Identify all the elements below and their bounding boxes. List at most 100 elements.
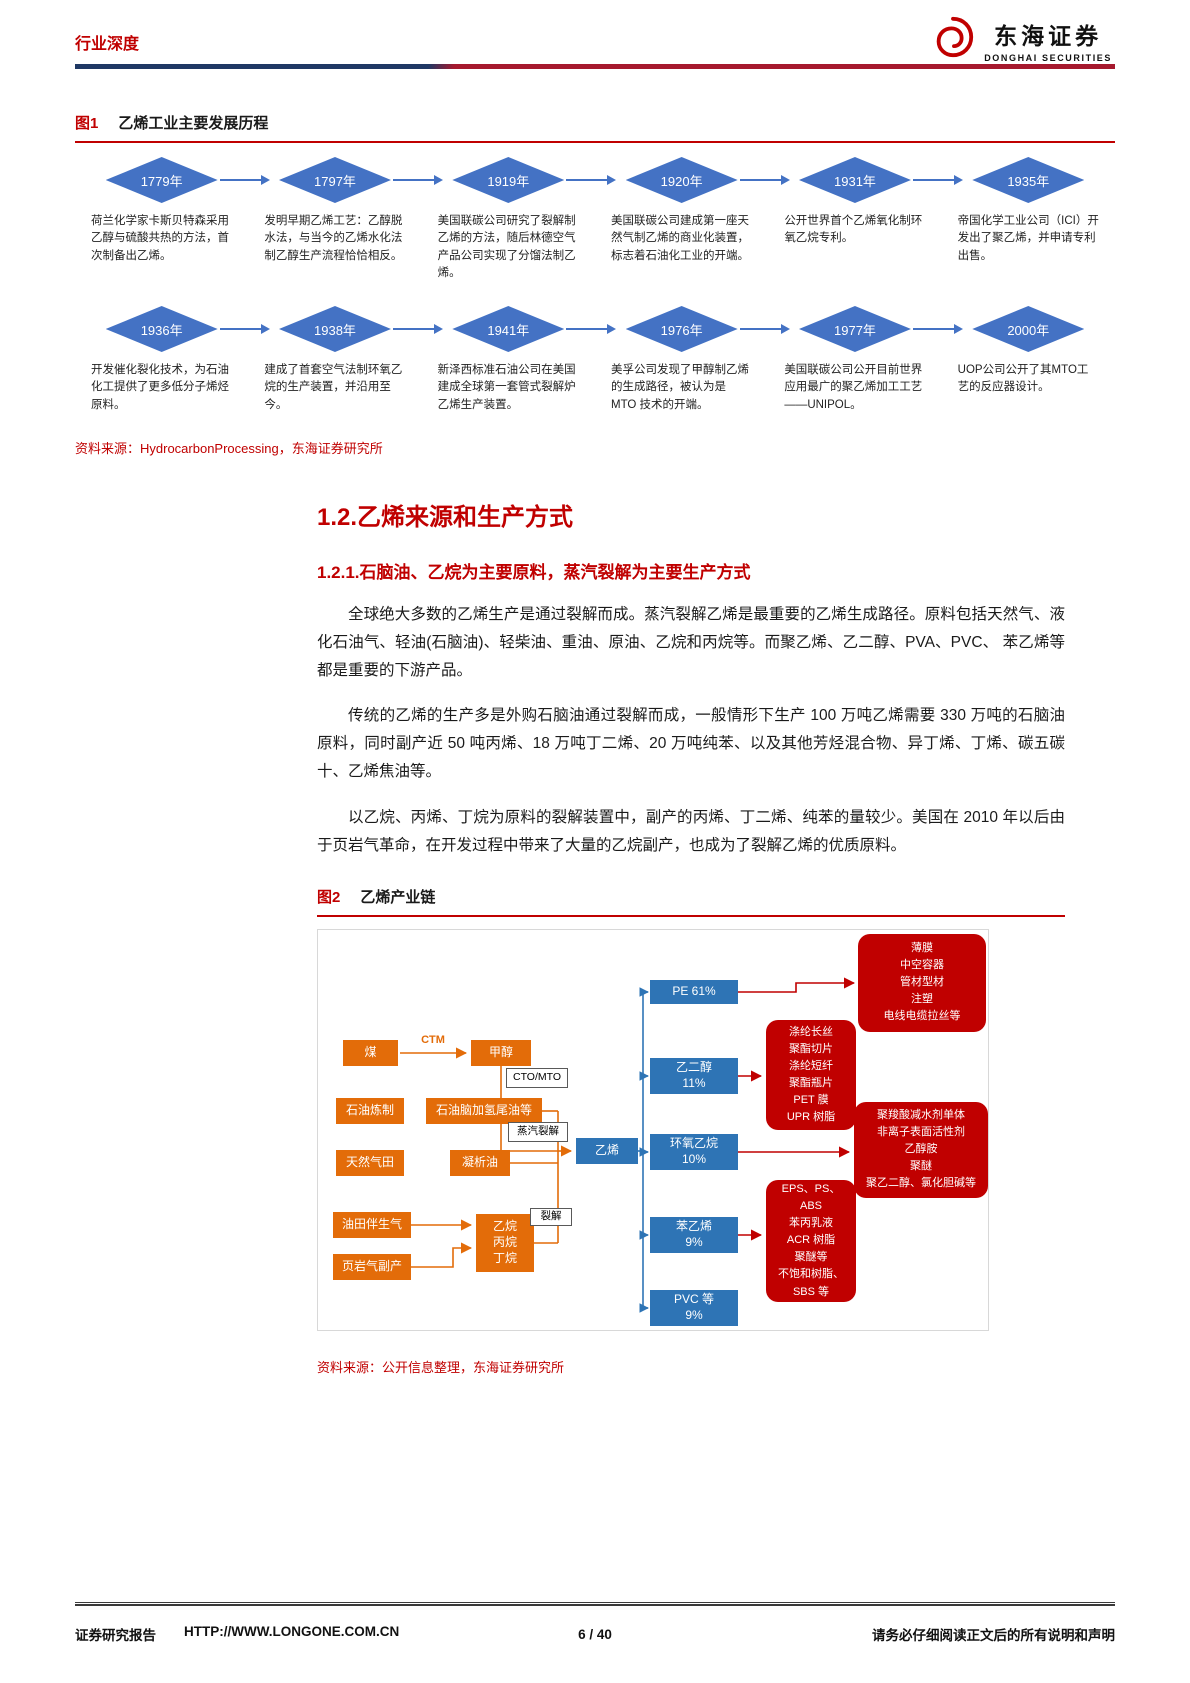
node-meg-11pct: 乙二醇 11%: [650, 1057, 738, 1094]
timeline-item-text: 发明早期乙烯工艺：乙醇脱水法，与当今的乙烯水化法制乙醇生产流程恰恰相反。: [264, 215, 403, 262]
timeline-item: 1941年 新泽西标准石油公司在美国建成全球第一套管式裂解炉乙烯生产装置。: [422, 306, 617, 414]
node-eo-downstream-products: 聚羧酸减水剂单体 非离子表面活性剂 乙醇胺 聚醚 聚乙二醇、氯化胆碱等: [854, 1101, 988, 1198]
arrow-right-icon: [739, 324, 790, 334]
header-divider: [75, 64, 1115, 69]
timeline-item-text: 美国联碳公司公开目前世界应用最广的聚乙烯加工工艺——UNIPOL。: [784, 364, 923, 411]
timeline-item-text: 开发催化裂化技术，为石油化工提供了更多低分子烯烃原料。: [91, 364, 229, 411]
timeline-item-text: 美孚公司发现了甲醇制乙烯的生成路径，被认为是 MTO 技术的开端。: [610, 364, 749, 411]
timeline-item-text: UOP公司公开了其MTO工艺的反应器设计。: [957, 364, 1089, 394]
node-meg-downstream-products: 涤纶长丝 聚酯切片 涤纶短纤 聚酯瓶片 PET 膜 UPR 树脂: [766, 1019, 856, 1130]
node-styrene-9pct: 苯乙烯 9%: [650, 1216, 738, 1253]
timeline-item-text: 美国联碳公司研究了裂解制乙烯的方法，随后林德空气产品公司实现了分馏法制乙烯。: [437, 215, 576, 279]
timeline-item: 1938年 建成了首套空气法制环氧乙烷的生产装置，并沿用至今。: [248, 306, 443, 414]
timeline-item: 1977年 美国联碳公司公开目前世界应用最广的聚乙烯加工工艺——UNIPOL。: [768, 306, 963, 414]
node-condensate-oil: 凝析油: [450, 1149, 510, 1176]
timeline-item-text: 新泽西标准石油公司在美国建成全球第一套管式裂解炉乙烯生产装置。: [437, 364, 576, 411]
node-ethylene-oxide-10pct: 环氧乙烷 10%: [650, 1133, 738, 1170]
brand-logo: 东海证券 DONGHAI SECURITIES: [930, 14, 1112, 65]
footer: 证券研究报告 HTTP://WWW.LONGONE.COM.CN 6 / 40 …: [75, 1624, 1115, 1644]
timeline-year-diamond: 1936年: [105, 306, 218, 352]
timeline-item: 1936年 开发催化裂化技术，为石油化工提供了更多低分子烯烃原料。: [75, 306, 270, 414]
figure1-caption: 图1 乙烯工业主要发展历程: [75, 112, 1115, 143]
body-paragraph: 以乙烷、丙烯、丁烷为原料的裂解装置中，副产的丙烯、丁二烯、纯苯的量较少。美国在 …: [317, 809, 1065, 854]
report-category-label: 行业深度: [75, 36, 140, 53]
footer-report-type: 证券研究报告: [75, 1628, 156, 1643]
node-methanol: 甲醇: [471, 1039, 531, 1066]
timeline-item: 1976年 美孚公司发现了甲醇制乙烯的生成路径，被认为是 MTO 技术的开端。: [595, 306, 790, 414]
label-ctm: CTM: [421, 1033, 445, 1046]
timeline-year-diamond: 2000年: [972, 306, 1085, 352]
body-paragraph: 全球绝大多数的乙烯生产是通过裂解而成。蒸汽裂解乙烯是最重要的乙烯生成路径。原料包…: [317, 605, 1065, 679]
ethylene-history-timeline: 1779年 荷兰化学家卡斯贝特森采用乙醇与硫酸共热的方法，首次制备出乙烯。 17…: [75, 157, 1115, 414]
timeline-item-text: 建成了首套空气法制环氧乙烷的生产装置，并沿用至今。: [264, 364, 403, 411]
figure2-caption: 图2 乙烯产业链: [317, 886, 1065, 917]
page-content: 图1 乙烯工业主要发展历程 1779年 荷兰化学家卡斯贝特森采用乙醇与硫酸共热的方…: [75, 112, 1115, 1376]
timeline-year-diamond: 1976年: [625, 306, 738, 352]
arrow-right-icon: [566, 324, 617, 334]
timeline-item: 1779年 荷兰化学家卡斯贝特森采用乙醇与硫酸共热的方法，首次制备出乙烯。: [75, 157, 270, 282]
footer-disclaimer: 请务必仔细阅读正文后的所有说明和声明: [872, 1628, 1115, 1643]
label-cto-mto: CTO/MTO: [506, 1067, 568, 1088]
arrow-right-icon: [912, 324, 963, 334]
timeline-item-text: 公开世界首个乙烯氧化制环氧乙烷专利。: [784, 215, 923, 245]
timeline-year-diamond: 1941年: [452, 306, 565, 352]
timeline-year-diamond: 1938年: [278, 306, 391, 352]
footer-left: 证券研究报告 HTTP://WWW.LONGONE.COM.CN: [75, 1624, 399, 1644]
arrow-right-icon: [392, 175, 443, 185]
timeline-item: 1935年 帝国化学工业公司（ICI）开发出了聚乙烯，并申请专利出售。: [942, 157, 1115, 282]
node-naphtha-hydrogenated-tail-oil: 石油脑加氢尾油等: [426, 1097, 542, 1124]
footer-url-link[interactable]: HTTP://WWW.LONGONE.COM.CN: [184, 1624, 400, 1639]
timeline-year-diamond: 1977年: [798, 306, 911, 352]
timeline-year-diamond: 1935年: [972, 157, 1085, 203]
arrow-right-icon: [739, 175, 790, 185]
ethylene-industry-chain-flowchart: 煤 CTM 甲醇 CTO/MTO 石油炼制 石油脑加氢尾油等 蒸汽裂解 天然气田…: [317, 928, 989, 1331]
timeline-item: 2000年 UOP公司公开了其MTO工艺的反应器设计。: [942, 306, 1115, 414]
arrow-right-icon: [566, 175, 617, 185]
timeline-year-diamond: 1920年: [625, 157, 738, 203]
arrow-right-icon: [219, 324, 270, 334]
brand-name-en: DONGHAI SECURITIES: [984, 52, 1112, 63]
node-pvc-9pct: PVC 等 9%: [650, 1289, 738, 1326]
figure2-tag: 图2: [317, 888, 341, 906]
label-steam-cracking: 蒸汽裂解: [508, 1121, 568, 1142]
timeline-item-text: 荷兰化学家卡斯贝特森采用乙醇与硫酸共热的方法，首次制备出乙烯。: [91, 215, 229, 262]
timeline-item: 1920年 美国联碳公司建成第一座天然气制乙烯的商业化装置，标志着石油化工业的开…: [595, 157, 790, 282]
section-heading: 1.2.乙烯来源和生产方式: [317, 503, 574, 531]
timeline-year-diamond: 1779年: [105, 157, 218, 203]
body-paragraph: 传统的乙烯的生产多是外购石脑油通过裂解而成，一般情形下生产 100 万吨乙烯需要…: [317, 707, 1065, 781]
timeline-year-diamond: 1931年: [798, 157, 911, 203]
timeline-year-diamond: 1919年: [452, 157, 565, 203]
node-oil-refining: 石油炼制: [336, 1097, 404, 1124]
timeline-item: 1919年 美国联碳公司研究了裂解制乙烯的方法，随后林德空气产品公司实现了分馏法…: [422, 157, 617, 282]
node-ethane-propane-butane: 乙烷 丙烷 丁烷: [476, 1213, 534, 1272]
figure1-tag: 图1: [75, 115, 99, 132]
brand-name-cn: 东海证券: [994, 23, 1103, 49]
label-cracking: 裂解: [530, 1207, 572, 1226]
timeline-item-text: 美国联碳公司建成第一座天然气制乙烯的商业化装置，标志着石油化工业的开端。: [610, 215, 749, 262]
timeline-item-text: 帝国化学工业公司（ICI）开发出了聚乙烯，并申请专利出售。: [957, 215, 1099, 262]
arrow-right-icon: [219, 175, 270, 185]
node-oilfield-associated-gas: 油田伴生气: [333, 1211, 411, 1238]
dragon-logo-icon: [930, 14, 976, 65]
timeline-row-1: 1779年 荷兰化学家卡斯贝特森采用乙醇与硫酸共热的方法，首次制备出乙烯。 17…: [75, 157, 1115, 282]
node-coal: 煤: [343, 1039, 398, 1066]
timeline-year-diamond: 1797年: [278, 157, 391, 203]
subsection-heading: 1.2.1.石脑油、乙烷为主要原料，蒸汽裂解为主要生产方式: [317, 562, 751, 582]
figure1-title: 乙烯工业主要发展历程: [118, 115, 269, 132]
figure1-source: 资料来源：HydrocarbonProcessing，东海证券研究所: [75, 440, 383, 456]
timeline-row-2: 1936年 开发催化裂化技术，为石油化工提供了更多低分子烯烃原料。 1938年 …: [75, 306, 1115, 414]
timeline-item: 1931年 公开世界首个乙烯氧化制环氧乙烷专利。: [768, 157, 963, 282]
arrow-right-icon: [392, 324, 443, 334]
figure2-source: 资料来源：公开信息整理，东海证券研究所: [317, 1359, 565, 1375]
timeline-item: 1797年 发明早期乙烯工艺：乙醇脱水法，与当今的乙烯水化法制乙醇生产流程恰恰相…: [248, 157, 443, 282]
footer-divider: [75, 1602, 1115, 1606]
arrow-right-icon: [912, 175, 963, 185]
node-pe-61pct: PE 61%: [650, 979, 738, 1004]
node-natural-gas-field: 天然气田: [336, 1149, 404, 1176]
brand-name: 东海证券 DONGHAI SECURITIES: [984, 17, 1112, 63]
figure2-title: 乙烯产业链: [360, 888, 436, 906]
node-shale-gas-byproduct: 页岩气副产: [333, 1253, 411, 1280]
page-number: 6 / 40: [578, 1626, 612, 1642]
node-ethylene: 乙烯: [576, 1137, 638, 1164]
